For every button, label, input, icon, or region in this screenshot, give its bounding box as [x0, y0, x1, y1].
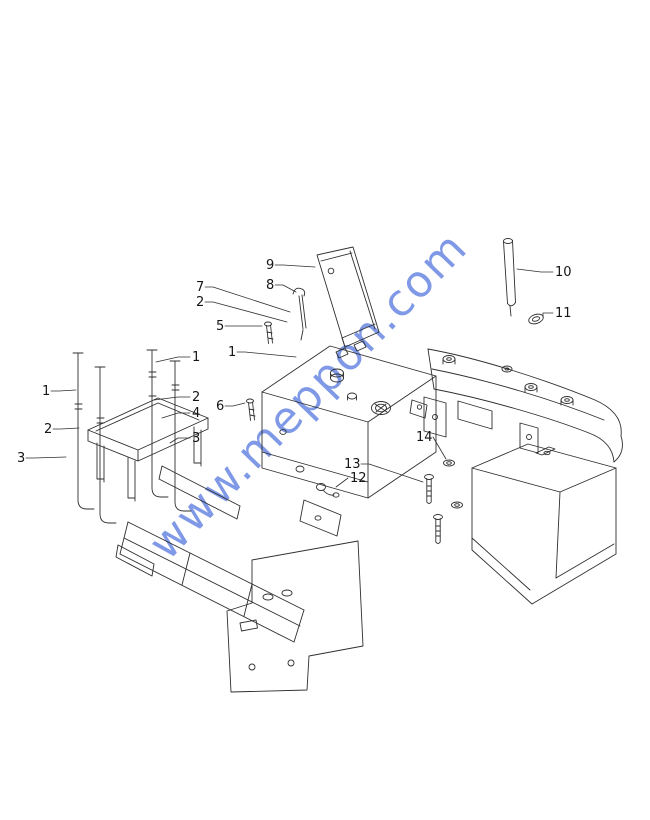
- callout-4-mid: 4: [192, 406, 200, 421]
- mount-boss: [442, 355, 456, 365]
- ring-11: [528, 313, 544, 325]
- frame-rail: [423, 348, 623, 463]
- fuel-tank: [261, 340, 437, 499]
- callout-13: 13: [344, 457, 361, 472]
- callout-1-left: 1: [42, 384, 50, 399]
- bolt-13a: [424, 474, 434, 504]
- fuel-gauge: [371, 401, 391, 415]
- drain-elbow: [316, 483, 340, 498]
- callout-7: 7: [196, 280, 204, 295]
- callout-3-left: 3: [17, 451, 25, 466]
- callout-2-top: 2: [196, 295, 204, 310]
- callout-2-mid: 2: [192, 390, 200, 405]
- left-mount-rods: [72, 349, 192, 524]
- mount-boss: [501, 365, 513, 373]
- diagram-linework: [25, 238, 623, 693]
- callout-2-left: 2: [44, 422, 52, 437]
- lock-pin: [292, 287, 307, 341]
- callout-9: 9: [266, 258, 274, 273]
- callout-5: 5: [216, 319, 224, 334]
- filler-cap: [330, 368, 344, 383]
- callout-3-mid: 3: [192, 431, 200, 446]
- washer-14b: [451, 501, 463, 509]
- callout-1-mid: 1: [192, 350, 200, 365]
- side-cover: [471, 443, 617, 605]
- bolt-5: [264, 321, 274, 344]
- frame-deck: [115, 465, 364, 693]
- mount-boss: [524, 383, 538, 393]
- callout-14: 14: [416, 430, 433, 445]
- watermark: www.meppon.com: [139, 222, 477, 570]
- callout-8: 8: [266, 278, 274, 293]
- callout-labels: 7 2 9 8 5 1 6 1 2 3 1 2 4 3 10 11 14 13 …: [17, 258, 572, 486]
- rod-10: [503, 238, 516, 317]
- callout-10: 10: [555, 265, 572, 280]
- tank-lid: [316, 246, 380, 348]
- callout-11: 11: [555, 306, 572, 321]
- callout-1-tank: 1: [228, 345, 236, 360]
- mount-boss: [560, 396, 574, 406]
- leader-lines: [25, 264, 554, 488]
- watermark-text: www.meppon.com: [139, 222, 477, 570]
- bolt-13b: [433, 514, 443, 544]
- mount-bracket: [87, 397, 209, 502]
- callout-12: 12: [350, 471, 367, 486]
- callout-6: 6: [216, 399, 224, 414]
- bolt-6: [246, 398, 256, 421]
- washer-14a: [443, 459, 455, 467]
